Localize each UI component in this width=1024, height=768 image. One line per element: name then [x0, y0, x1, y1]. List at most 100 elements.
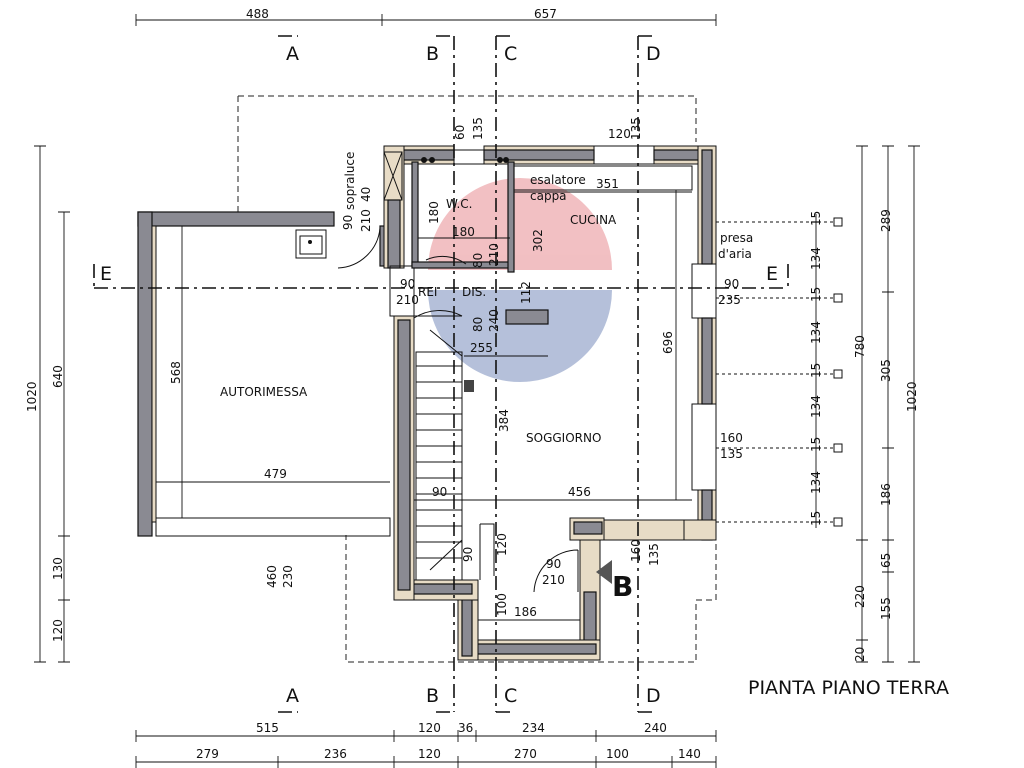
svg-text:120: 120 [495, 533, 509, 556]
svg-text:15: 15 [809, 437, 823, 452]
svg-text:479: 479 [264, 467, 287, 481]
svg-text:240: 240 [644, 721, 667, 735]
svg-text:134: 134 [809, 321, 823, 344]
right-dimensions: 15 134 15 134 15 134 15 134 15 780 220 2… [716, 145, 920, 663]
svg-text:160: 160 [720, 431, 743, 445]
svg-text:696: 696 [661, 331, 675, 354]
section-label-a-bottom: A [286, 685, 299, 707]
svg-text:488: 488 [246, 7, 269, 21]
svg-text:60: 60 [453, 125, 467, 140]
svg-text:15: 15 [809, 287, 823, 302]
section-label-d-top: D [646, 43, 661, 65]
section-lines [93, 35, 789, 713]
svg-text:220: 220 [853, 585, 867, 608]
svg-text:135: 135 [471, 117, 485, 140]
note-esalatore: esalatore [530, 173, 586, 187]
svg-text:15: 15 [809, 363, 823, 378]
house-walls [383, 145, 717, 661]
room-label-kitchen: CUCINA [570, 213, 617, 227]
svg-text:120: 120 [418, 747, 441, 761]
svg-text:236: 236 [324, 747, 347, 761]
top-dimensions: 488 657 [135, 7, 717, 26]
garage-walls [137, 211, 391, 537]
svg-text:180: 180 [452, 225, 475, 239]
svg-text:15: 15 [809, 211, 823, 226]
upper-floor-outline [237, 95, 717, 663]
svg-text:210: 210 [396, 293, 419, 307]
svg-text:135: 135 [720, 447, 743, 461]
room-label-rei: REI [418, 285, 437, 299]
svg-text:120: 120 [51, 619, 65, 642]
svg-text:780: 780 [853, 335, 867, 358]
svg-text:270: 270 [514, 747, 537, 761]
svg-text:210: 210 [359, 209, 373, 232]
svg-text:235: 235 [718, 293, 741, 307]
svg-text:140: 140 [678, 747, 701, 761]
svg-text:234: 234 [522, 721, 545, 735]
room-label-dis: DIS. [462, 285, 486, 299]
svg-text:90: 90 [546, 557, 561, 571]
svg-text:657: 657 [534, 7, 557, 21]
section-label-b-bottom: B [426, 685, 439, 707]
fixtures [295, 151, 509, 259]
svg-text:186: 186 [879, 483, 893, 506]
inner-dimensions: 568 479 460 230 90 210 40 60 135 120 135… [156, 117, 743, 621]
svg-text:160: 160 [629, 539, 643, 562]
svg-text:240: 240 [487, 309, 501, 332]
svg-text:80: 80 [471, 317, 485, 332]
plan-title: PIANTA PIANO TERRA [748, 677, 949, 699]
svg-text:100: 100 [606, 747, 629, 761]
svg-text:568: 568 [169, 361, 183, 384]
svg-text:90: 90 [341, 215, 355, 230]
section-label-e-left: E [100, 263, 112, 285]
section-label-e-right: E [766, 263, 778, 285]
svg-text:65: 65 [879, 553, 893, 568]
svg-text:305: 305 [879, 359, 893, 382]
section-label-c-top: C [504, 43, 517, 65]
svg-text:40: 40 [359, 187, 373, 202]
staircase [415, 329, 474, 581]
room-label-garage: AUTORIMESSA [220, 385, 308, 399]
svg-text:134: 134 [809, 471, 823, 494]
note-cappa: cappa [530, 189, 567, 203]
svg-text:515: 515 [256, 721, 279, 735]
svg-text:155: 155 [879, 597, 893, 620]
svg-text:1020: 1020 [25, 381, 39, 412]
svg-text:100: 100 [495, 593, 509, 616]
svg-text:120: 120 [418, 721, 441, 735]
svg-text:230: 230 [281, 565, 295, 588]
svg-text:134: 134 [809, 395, 823, 418]
svg-text:460: 460 [265, 565, 279, 588]
svg-text:384: 384 [497, 409, 511, 432]
svg-text:279: 279 [196, 747, 219, 761]
doors [337, 227, 579, 593]
svg-text:20: 20 [853, 647, 867, 662]
svg-text:135: 135 [629, 117, 643, 140]
svg-text:640: 640 [51, 365, 65, 388]
svg-text:112: 112 [519, 281, 533, 304]
svg-text:90: 90 [400, 277, 415, 291]
svg-text:186: 186 [514, 605, 537, 619]
svg-text:36: 36 [458, 721, 473, 735]
svg-text:289: 289 [879, 209, 893, 232]
svg-text:120: 120 [608, 127, 631, 141]
note-presa: presa [720, 231, 753, 245]
svg-text:135: 135 [647, 543, 661, 566]
room-label-wc: W.C. [446, 197, 473, 211]
svg-text:80: 80 [471, 253, 485, 268]
svg-text:180: 180 [427, 201, 441, 224]
svg-text:90: 90 [432, 485, 447, 499]
svg-text:210: 210 [487, 243, 501, 266]
svg-text:15: 15 [809, 511, 823, 526]
bottom-dimensions: 515 120 36 234 240 279 236 120 270 100 1… [135, 721, 717, 768]
svg-text:90: 90 [461, 547, 475, 562]
section-label-c-bottom: C [504, 685, 517, 707]
watermark-logo [428, 178, 612, 382]
svg-text:130: 130 [51, 557, 65, 580]
entrance-label: B [612, 570, 633, 603]
note-daria: d'aria [718, 247, 752, 261]
svg-text:456: 456 [568, 485, 591, 499]
svg-text:134: 134 [809, 247, 823, 270]
svg-text:210: 210 [542, 573, 565, 587]
